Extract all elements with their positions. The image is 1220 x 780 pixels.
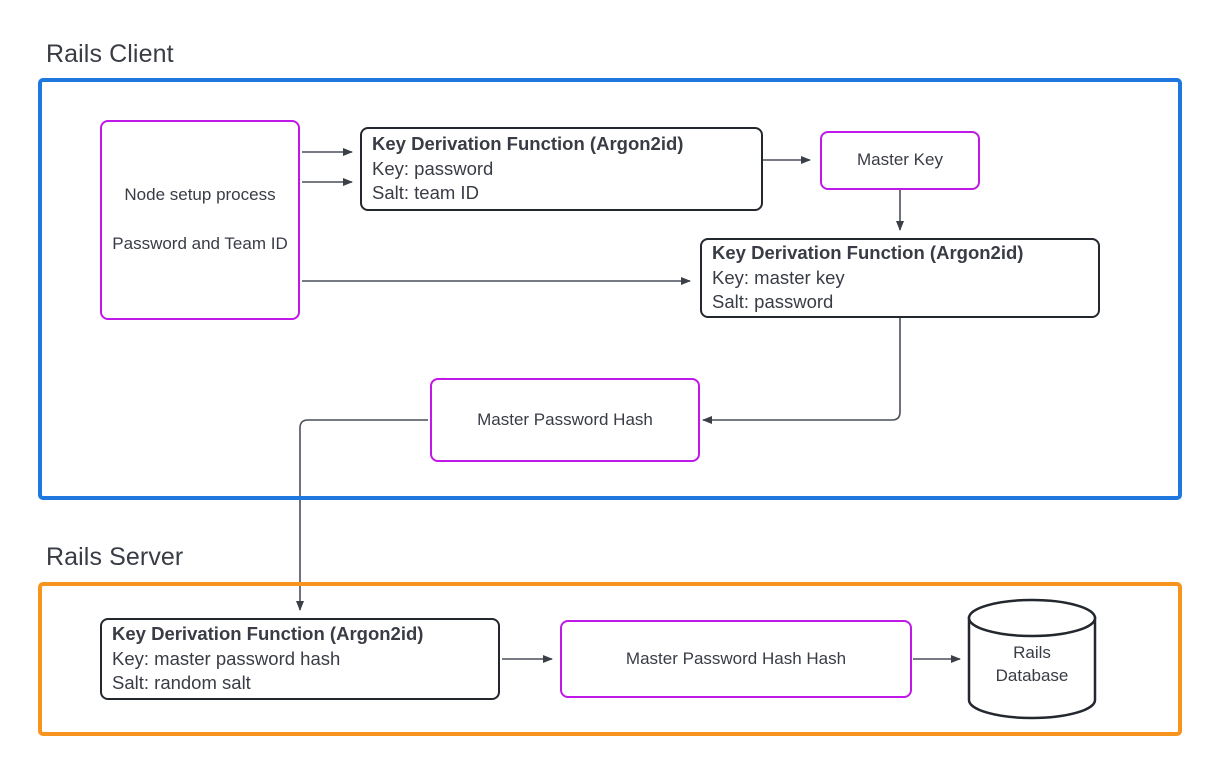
rails-database-line1: Rails [1013, 643, 1051, 662]
kdf-master-password-hash-box[interactable]: Key Derivation Function (Argon2id) Key: … [700, 238, 1100, 318]
kdf-master-key-key: Key: password [372, 157, 494, 179]
rails-server-title: Rails Server [46, 543, 184, 571]
kdf-server-box[interactable]: Key Derivation Function (Argon2id) Key: … [100, 618, 500, 700]
kdf-server-key: Key: master password hash [112, 647, 341, 669]
kdf-master-password-hash-title: Key Derivation Function (Argon2id) [712, 242, 1024, 264]
kdf-server-title: Key Derivation Function (Argon2id) [112, 623, 424, 645]
node-setup-process-line2: Password and Team ID [112, 234, 288, 253]
node-setup-process-box[interactable]: Node setup process Password and Team ID [100, 120, 300, 320]
rails-database-line2: Database [995, 666, 1069, 685]
master-password-hash-box[interactable]: Master Password Hash [430, 378, 700, 462]
kdf-master-key-box[interactable]: Key Derivation Function (Argon2id) Key: … [360, 127, 763, 211]
master-key-box[interactable]: Master Key [820, 131, 980, 190]
master-password-hash-hash-box[interactable]: Master Password Hash Hash [560, 620, 912, 698]
node-setup-process-line1: Node setup process [124, 185, 276, 205]
kdf-master-password-hash-key: Key: master key [712, 266, 845, 288]
master-password-hash-hash-label: Master Password Hash Hash [625, 648, 847, 668]
database-icon [967, 598, 1097, 720]
master-key-label: Master Key [857, 150, 943, 170]
kdf-server-salt: Salt: random salt [112, 672, 251, 694]
rails-client-title: Rails Client [46, 40, 174, 68]
kdf-master-key-salt: Salt: team ID [372, 182, 479, 204]
master-password-hash-label: Master Password Hash [477, 409, 653, 429]
kdf-master-key-title: Key Derivation Function (Argon2id) [372, 133, 684, 155]
rails-database-cylinder[interactable]: Rails Database [966, 598, 1098, 720]
rails-server-container [38, 582, 1182, 736]
rails-client-container [38, 78, 1182, 500]
kdf-master-password-hash-salt: Salt: password [712, 291, 834, 313]
